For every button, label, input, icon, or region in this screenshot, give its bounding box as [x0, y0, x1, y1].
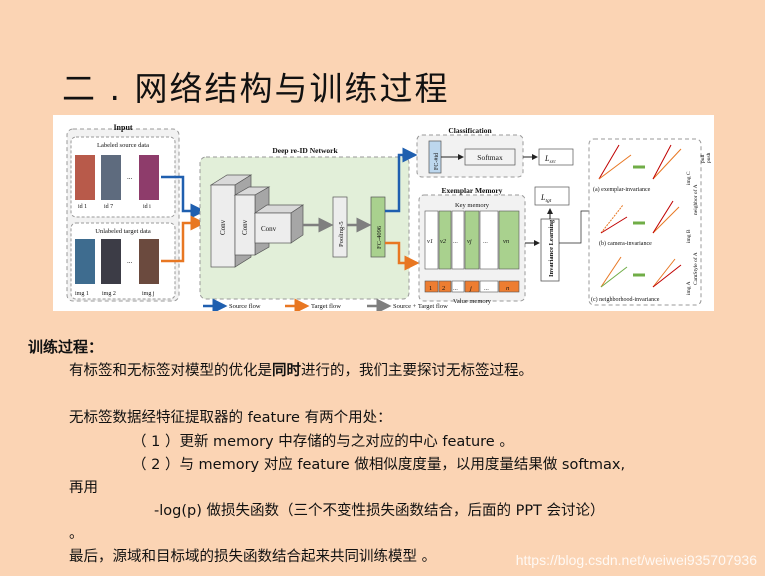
side-img-a: img A: [686, 281, 692, 295]
paragraph-5-cont: 。: [69, 526, 84, 542]
caption-b: (b) camera-invariance: [599, 240, 652, 247]
target-flow-out: [385, 241, 420, 271]
watermark: https://blog.csdn.net/weiwei935707936: [515, 552, 757, 568]
panel-c-illustration: [600, 256, 682, 288]
label-id-1: id 1: [78, 204, 87, 210]
section-label: 训练过程：: [28, 338, 104, 356]
val-j: j: [469, 285, 472, 292]
legend-both: Source + Target flow: [393, 303, 448, 310]
network-title: Deep re-ID Network: [272, 146, 338, 155]
paragraph-2: 无标签数据经特征提取器的 feature 有两个用处：: [69, 410, 392, 426]
conv2-label: Conv: [241, 219, 249, 235]
conv-block-3: [253, 204, 305, 244]
slide-title: 二 . 网络结构与训练过程: [62, 69, 450, 108]
architecture-diagram: Input Labeled source data id 1 id 7 ... …: [66, 123, 712, 311]
val-n: n: [506, 285, 509, 292]
softmax-block: [464, 148, 516, 166]
label-ellipsis: ...: [127, 173, 133, 181]
lsrc-box: [538, 148, 574, 166]
img-2: img 2: [102, 291, 116, 297]
caption-c: (c) neighborhood-invariance: [591, 296, 660, 303]
img-1: img 1: [75, 291, 89, 297]
caption-a: (a) exemplar-invariance: [593, 186, 651, 193]
val-dots-2: ...: [484, 285, 489, 292]
input-title: Input: [113, 123, 132, 132]
key-vn: vn: [503, 238, 509, 245]
side-neighbor: neighbor of A: [692, 184, 699, 215]
ltgt-label: Ltgt: [540, 193, 552, 204]
fcid-label: FC-#id: [434, 153, 440, 170]
softmax-label: Softmax: [477, 153, 503, 162]
paragraph-1: 有标签和无标签对模型的优化是同时进行的，我们主要探讨无标签过程。: [69, 363, 533, 379]
invariance-connector: [559, 210, 589, 244]
labeled-title: Labeled source data: [97, 142, 149, 149]
paragraph-4-cont: 再用: [69, 480, 98, 496]
paragraph-3: （ 1 ）更新 memory 中存储的与之对应的中心 feature 。: [132, 434, 514, 450]
side-camstyle: CamStyle of A: [692, 252, 699, 285]
img-j: img j: [142, 291, 155, 297]
emphasis-simultaneous: 同时: [272, 363, 301, 379]
fc4096-label: FC-4096: [376, 225, 383, 249]
paragraph-4: （ 2 ）与 memory 对应 feature 做相似度度量，以用度量结果做 …: [132, 457, 626, 473]
side-push: push: [706, 152, 712, 163]
key-memory-label: Key memory: [455, 202, 490, 209]
exemplar-title: Exemplar Memory: [442, 186, 503, 195]
labeled-persons: [75, 155, 159, 200]
key-cells: [424, 210, 520, 270]
classification-title: Classification: [448, 126, 492, 135]
invariance-label: Invariance Learning: [548, 219, 555, 277]
pooling-label: Pooling-5: [338, 221, 345, 247]
unlabeled-persons: [75, 239, 159, 284]
paragraph-6: 最后，源域和目标域的损失函数结合起来共同训练模型 。: [69, 549, 437, 565]
ltgt-box: [534, 186, 570, 206]
target-flow-in: [161, 215, 206, 263]
key-vj: vj: [467, 238, 472, 245]
source-flow-out: [385, 147, 418, 213]
paragraph-5: -log(p) 做损失函数（三个不变性损失函数结合，后面的 PPT 会讨论）: [154, 503, 605, 519]
side-img-c: img C: [686, 171, 692, 185]
key-v2: v2: [440, 238, 447, 245]
conv1-label: Conv: [219, 219, 227, 235]
key-dots-2: ...: [483, 238, 488, 245]
key-v1: v1: [427, 238, 433, 245]
label-id-7: id 7: [104, 204, 113, 210]
side-img-b: img B: [686, 229, 692, 243]
network-architecture-figure: Input Labeled source data id 1 id 7 ... …: [53, 115, 714, 311]
legend-target: Target flow: [311, 303, 341, 310]
label-id-i: id i: [143, 204, 151, 210]
value-memory-label: Value memory: [453, 298, 492, 305]
key-dots-1: ...: [453, 238, 458, 245]
img-ellipsis: ...: [127, 257, 133, 265]
side-pull: pull: [700, 154, 706, 163]
panel-b-illustration: [600, 200, 680, 234]
conv3-label: Conv: [261, 225, 277, 233]
pooling-block: [332, 196, 348, 258]
value-cells: [424, 280, 520, 293]
legend-source: Source flow: [229, 303, 261, 310]
unlabeled-title: Unlabeled target data: [95, 228, 151, 235]
source-flow-in: [161, 175, 206, 219]
fc4096-block: [370, 196, 386, 258]
panel-a-illustration: [598, 144, 682, 180]
val-2: 2: [442, 285, 445, 292]
lsrc-label: Lsrc: [544, 154, 557, 165]
val-dots-1: ...: [453, 285, 458, 292]
val-1: 1: [429, 285, 432, 292]
